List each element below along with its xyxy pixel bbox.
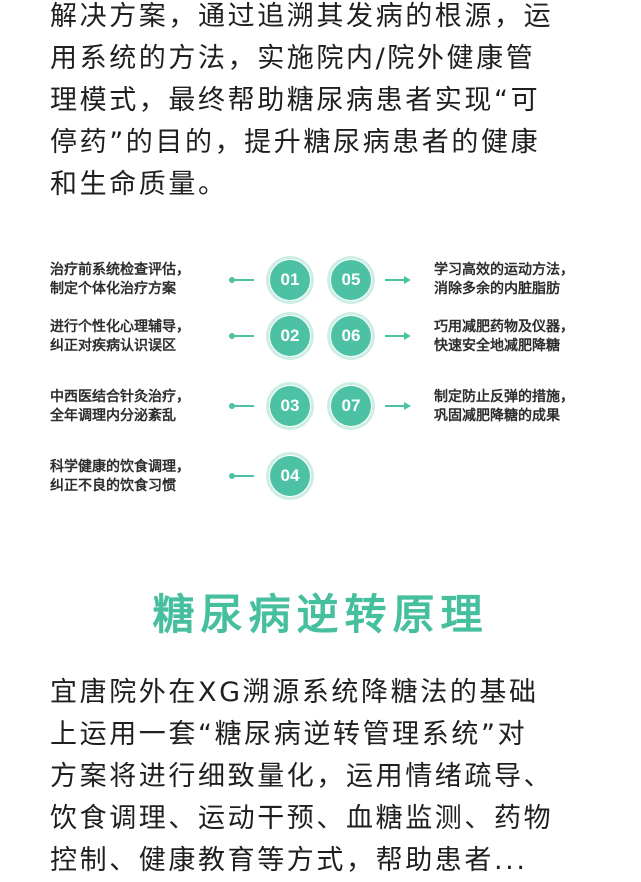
section-title: 糖尿病逆转原理 [152,590,489,639]
connector-line [385,335,405,337]
intro-line: 理模式，最终帮助糖尿病患者实现“可 [50,85,541,116]
body-paragraph: 宜唐院外在XG溯源系统降糖法的基础 上运用一套“糖尿病逆转管理系统”对 方案将进… [50,672,610,882]
step-03-badge: 03 [269,385,311,427]
connector-line [385,405,405,407]
body-line: 饮食调理、运动干预、血糖监测、药物 [50,803,554,834]
connector-line [232,475,254,477]
connector-line [232,335,254,337]
step-04-badge: 04 [269,455,311,497]
step-02-badge: 02 [269,315,311,357]
intro-line: 用系统的方法，实施院内/院外健康管 [50,43,536,74]
step-07-badge: 07 [330,385,372,427]
intro-line: 和生命质量。 [50,169,228,200]
step-03-text: 中西医结合针灸治疗， 全年调理内分泌紊乱 [50,389,190,424]
step-02-text: 进行个性化心理辅导， 纠正对疾病认识误区 [50,319,190,354]
body-line: 方案将进行细致量化，运用情绪疏导、 [50,761,554,792]
step-06-text: 巧用减肥药物及仪器， 快速安全地减肥降糖 [434,319,574,354]
arrow-right-icon [404,332,411,340]
step-07-text: 制定防止反弹的措施， 巩固减肥降糖的成果 [434,389,574,424]
arrow-right-icon [404,276,411,284]
step-01-text: 治疗前系统检查评估， 制定个体化治疗方案 [50,262,190,297]
step-05-badge: 05 [330,259,372,301]
step-06-badge: 06 [330,315,372,357]
intro-line: 解决方案，通过追溯其发病的根源，运 [50,1,554,32]
intro-paragraph: 解决方案，通过追溯其发病的根源，运 用系统的方法，实施院内/院外健康管 理模式，… [50,0,610,206]
step-04-text: 科学健康的饮食调理， 纠正不良的饮食习惯 [50,459,190,494]
body-line: 控制、健康教育等方式，帮助患者... [50,845,528,876]
body-line: 宜唐院外在XG溯源系统降糖法的基础 [50,677,539,708]
step-05-text: 学习高效的运动方法， 消除多余的内脏脂肪 [434,262,574,297]
connector-line [385,279,405,281]
intro-line: 停药”的目的，提升糖尿病患者的健康 [50,127,541,158]
connector-line [232,405,254,407]
connector-line [232,279,254,281]
body-line: 上运用一套“糖尿病逆转管理系统”对 [50,719,528,750]
arrow-right-icon [404,402,411,410]
step-01-badge: 01 [269,259,311,301]
